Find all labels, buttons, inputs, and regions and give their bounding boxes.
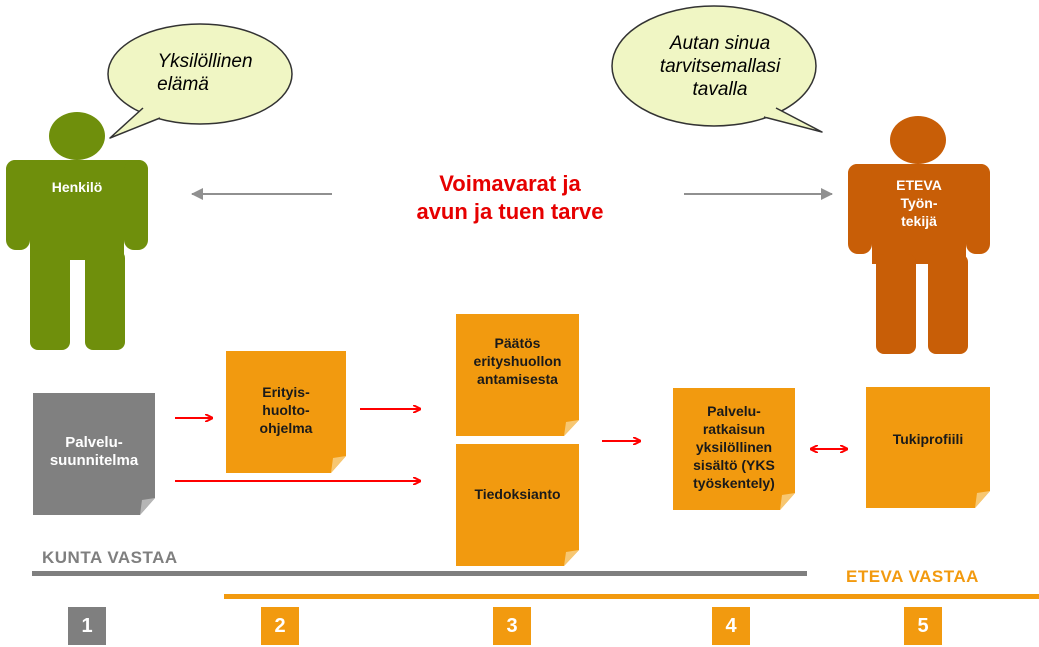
step-4: 4 — [712, 607, 750, 645]
note-palveluratkaisu-line-5: työskentely) — [693, 475, 775, 491]
worker-label-line-2: Työn- — [900, 195, 938, 211]
step-2: 2 — [261, 607, 299, 645]
worker-speech-line-3: tavalla — [692, 79, 748, 100]
note-palveluratkaisu-line-2: ratkaisun — [702, 421, 766, 437]
note-tiedoksianto: Tiedoksianto — [456, 444, 579, 544]
worker-label: ETEVA Työn- tekijä — [872, 176, 966, 230]
center-heading-line-1: Voimavarat ja — [439, 171, 581, 196]
note-paatos-line-1: Päätös — [494, 335, 541, 351]
note-paatos: Päätös erityshuollon antamisesta — [456, 314, 579, 430]
kunta-bar — [32, 571, 807, 576]
person-speech: Yksilöllinen elämä — [140, 50, 270, 96]
person-label: Henkilö — [51, 179, 103, 195]
note-erityishuolto-line-1: Erityis- — [262, 384, 310, 400]
note-palveluratkaisu: Palvelu- ratkaisun yksilöllinen sisältö … — [673, 388, 795, 506]
worker-label-line-3: tekijä — [901, 213, 937, 229]
note-palveluratkaisu-line-4: sisältö (YKS — [693, 457, 775, 473]
center-heading-line-2: avun ja tuen tarve — [416, 199, 604, 224]
note-tukiprofiili-line-1: Tukiprofiili — [892, 431, 964, 447]
kunta-label: KUNTA VASTAA — [42, 548, 178, 567]
note-erityishuolto-shape — [226, 351, 346, 473]
note-paatos-line-2: erityshuollon — [473, 353, 562, 369]
worker-speech-line-2: tarvitsemallasi — [659, 56, 781, 77]
person-speech-line-2: elämä — [157, 74, 209, 95]
person-figure — [6, 112, 148, 350]
worker-figure — [848, 116, 990, 354]
worker-speech-line-1: Autan sinua — [669, 33, 771, 54]
note-palvelusuunnitelma-line-2: suunnitelma — [49, 452, 139, 469]
note-tiedoksianto-line-1: Tiedoksianto — [474, 486, 561, 502]
note-tukiprofiili-shape — [866, 387, 990, 508]
note-paatos-shape — [456, 314, 579, 436]
step-5: 5 — [904, 607, 942, 645]
eteva-bar — [224, 594, 1039, 599]
note-palveluratkaisu-shape — [673, 388, 795, 510]
speech-bubble-left — [107, 23, 293, 139]
note-palvelusuunnitelma: Palvelu- suunnitelma — [33, 393, 155, 511]
note-palvelusuunnitelma-shape — [33, 393, 155, 515]
note-paatos-line-3: antamisesta — [477, 371, 558, 387]
note-tiedoksianto-shape — [456, 444, 579, 566]
note-palveluratkaisu-line-3: yksilöllinen — [695, 439, 773, 455]
person-speech-line-1: Yksilöllinen — [157, 51, 253, 72]
eteva-label: ETEVA VASTAA — [846, 567, 979, 586]
worker-label-line-1: ETEVA — [896, 177, 942, 193]
speech-bubble-right — [611, 5, 823, 133]
note-palvelusuunnitelma-line-1: Palvelu- — [65, 434, 123, 451]
note-tukiprofiili: Tukiprofiili — [866, 387, 990, 491]
step-3: 3 — [493, 607, 531, 645]
note-erityishuolto-line-3: ohjelma — [259, 420, 313, 436]
worker-speech: Autan sinua tarvitsemallasi tavalla — [640, 32, 800, 101]
note-palveluratkaisu-line-1: Palvelu- — [707, 403, 761, 419]
center-heading: Voimavarat ja avun ja tuen tarve — [340, 170, 680, 226]
step-1: 1 — [68, 607, 106, 645]
note-erityishuolto-line-2: huolto- — [262, 402, 310, 418]
note-erityishuolto: Erityis- huolto- ohjelma — [226, 351, 346, 469]
